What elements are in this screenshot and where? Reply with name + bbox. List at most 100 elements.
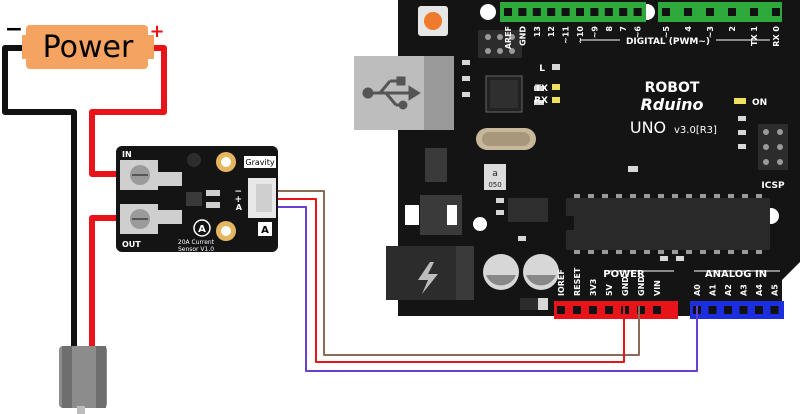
lightning-icon xyxy=(418,262,438,294)
usb-icon xyxy=(362,76,421,110)
digital-pin-socket xyxy=(532,8,541,16)
digital-header-label: DIGITAL (PWM~) xyxy=(626,37,710,47)
digital-pin-socket xyxy=(561,8,570,16)
wire-power-negative xyxy=(2,45,77,350)
sensor-in-label: IN xyxy=(122,150,132,159)
analog-pin-label: A1 xyxy=(709,284,718,296)
component-a050: a 050 xyxy=(484,164,506,190)
board-model: UNO xyxy=(630,118,666,137)
icsp-header-small xyxy=(478,30,522,58)
led-label-tx: TX xyxy=(535,84,548,94)
power-pin-label: RESET xyxy=(573,267,582,296)
small-chip xyxy=(508,198,548,222)
digital-pin-label: 8 xyxy=(605,26,614,32)
arduino-board: a 050 xyxy=(354,0,800,319)
digital-pin-socket xyxy=(576,8,584,16)
regulator xyxy=(425,148,447,182)
analog-pin-socket xyxy=(724,306,732,314)
wire-signal xyxy=(276,206,698,372)
power-plus-label: + xyxy=(149,21,164,42)
power-pin-label: GND xyxy=(637,276,646,296)
digital-pin-label: ~9 xyxy=(590,26,599,39)
digital-pin-socket xyxy=(518,8,527,16)
brand-line1: ROBOT xyxy=(645,80,700,96)
on-label: ON xyxy=(752,98,767,108)
power-pin-socket xyxy=(573,306,581,314)
sensor-brand: Gravity xyxy=(245,158,274,167)
digital-pin-socket xyxy=(547,8,556,16)
digital-pin-label: RX 0 xyxy=(772,26,781,47)
analog-pin-socket xyxy=(708,306,717,314)
power-pin-socket xyxy=(605,306,613,314)
digital-pin-label: 13 xyxy=(533,26,542,37)
analog-pin-label: A4 xyxy=(755,284,764,296)
digital-pin-label: ~3 xyxy=(706,26,715,38)
power-pin-label: VIN xyxy=(653,280,662,296)
mounting-hole xyxy=(480,4,496,20)
digital-pin-label: TX 1 xyxy=(750,26,759,46)
sensor-mark-a: A xyxy=(198,224,206,235)
mounting-hole xyxy=(473,217,487,231)
digital-pin-socket xyxy=(706,8,714,16)
power-pin-socket xyxy=(557,306,565,314)
digital-header xyxy=(500,2,782,22)
brand-line2: Rduino xyxy=(640,95,703,114)
usb-connector xyxy=(354,56,454,130)
component-a-label: a xyxy=(492,169,498,179)
digital-pin-socket xyxy=(750,8,758,16)
digital-pin-label: 12 xyxy=(547,26,556,37)
digital-pin-socket xyxy=(662,8,670,16)
motor xyxy=(59,346,107,414)
wires xyxy=(2,45,698,372)
sensor-pin-a: A xyxy=(236,203,243,212)
analog-pin-label: A3 xyxy=(740,284,749,296)
power-minus-label: − xyxy=(5,17,23,42)
power-pin-label: GND xyxy=(621,276,630,296)
digital-pin-socket xyxy=(772,8,780,16)
digital-pin-socket xyxy=(684,8,692,16)
usb-chip xyxy=(485,75,523,113)
analog-pin-label: A2 xyxy=(724,284,733,296)
digital-pin-label: 7 xyxy=(619,26,628,32)
digital-pin-socket xyxy=(604,8,613,16)
power-label: Power xyxy=(43,30,134,65)
digital-pin-socket xyxy=(728,8,736,16)
power-pin-label: 3V3 xyxy=(589,279,598,296)
power-pin-label: IOREF xyxy=(557,269,566,296)
capacitor xyxy=(483,254,519,290)
analog-header xyxy=(690,301,784,319)
analog-pin-label: A0 xyxy=(693,284,702,296)
power-jack xyxy=(386,246,474,300)
analog-pin-socket xyxy=(755,306,763,314)
power-pin-label: 5V xyxy=(605,283,614,296)
board-version: v3.0[R3] xyxy=(674,125,717,136)
led-label-l: L xyxy=(539,64,545,74)
digital-pin-socket xyxy=(504,8,512,16)
analog-pin-label: A5 xyxy=(771,284,780,296)
icsp-header xyxy=(758,124,788,170)
component-a-value: 050 xyxy=(488,181,501,189)
analog-pin-socket xyxy=(770,306,779,314)
on-led xyxy=(734,98,746,104)
sensor-pin-minus: − xyxy=(234,187,242,197)
power-pin-socket xyxy=(589,306,597,314)
wire-power-positive xyxy=(89,45,167,177)
current-sensor: IN OUT Gravity − + A A A 20A Current Sen… xyxy=(116,146,278,253)
digital-pin-label: ~5 xyxy=(662,26,671,39)
sensor-desc-line1: 20A Current xyxy=(178,239,215,246)
power-pin-socket xyxy=(653,306,661,314)
power-pin-socket xyxy=(637,306,645,314)
digital-pin-label: ~6 xyxy=(634,26,643,39)
digital-pin-socket xyxy=(619,8,628,16)
analog-header-label: ANALOG IN xyxy=(705,269,767,280)
digital-pin-label: ~10 xyxy=(576,26,585,44)
capacitor xyxy=(523,254,559,290)
reset-button[interactable] xyxy=(418,6,448,36)
wire-gnd xyxy=(276,190,640,356)
digital-pin-label: 2 xyxy=(728,26,737,32)
sensor-desc-line2: Sensor V1.0 xyxy=(178,246,214,253)
icsp-label: ICSP xyxy=(761,181,785,191)
analog-pin-socket xyxy=(739,306,748,314)
power-supply: Power − + xyxy=(5,17,165,69)
